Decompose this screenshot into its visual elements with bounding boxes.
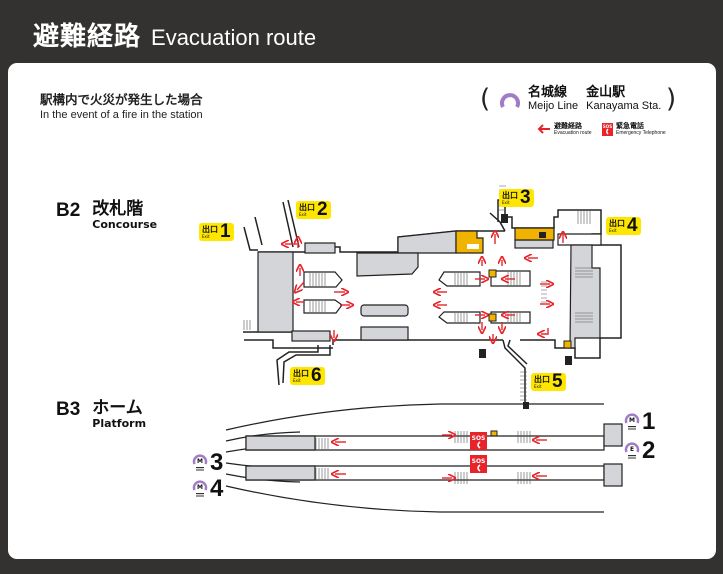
- exit-jp: 出口: [202, 224, 218, 234]
- floor-code-b3: B3: [56, 399, 81, 420]
- floor-code-b2: B2: [56, 200, 81, 221]
- legend-phone-jp: 緊急電話: [616, 122, 644, 130]
- svg-text:M: M: [197, 484, 203, 491]
- meijo-line-track-icon: E: [624, 442, 640, 459]
- floor-label-b2: B2 改札階 Concourse: [56, 200, 157, 231]
- exit-en: Exit: [609, 227, 617, 233]
- track-number: 1: [642, 408, 656, 435]
- svg-text:E: E: [630, 446, 634, 453]
- intro-en: In the event of a fire in the station: [40, 109, 203, 121]
- platform-island-1: [245, 423, 623, 487]
- floor-name-b2-jp: 改札階: [92, 199, 144, 219]
- line-name-en: Meijo Line: [528, 100, 579, 112]
- sos-telephone-icon: SOS: [602, 122, 613, 136]
- legend-emergency-telephone: SOS 緊急電話 Emergency Telephone: [602, 122, 666, 136]
- exit-number: 3: [520, 187, 531, 208]
- sos-telephone-markers: SOS SOS: [470, 432, 487, 473]
- line-name-jp: 名城線: [528, 85, 568, 100]
- ticket-machine-icon: [467, 244, 479, 249]
- svg-text:SOS: SOS: [472, 435, 486, 442]
- exit-jp: 出口: [609, 218, 625, 228]
- exit-number: 6: [311, 365, 322, 386]
- track-label-4: M 4: [192, 475, 223, 503]
- track-number: 2: [642, 437, 656, 464]
- meijo-line-logo-icon: [500, 93, 520, 108]
- title-en: Evacuation route: [151, 25, 317, 50]
- svg-text:M: M: [197, 458, 203, 465]
- exit-en: Exit: [502, 199, 510, 205]
- sos-telephone-icon: SOS: [470, 455, 487, 473]
- wall-blocks: [257, 230, 602, 349]
- meijo-line-track-icon: M: [192, 480, 208, 497]
- station-name-jp: 金山駅: [586, 85, 626, 100]
- floor-label-b3: B3 ホーム Platform: [56, 399, 146, 430]
- intro-text: 駅構内で火災が発生した場合 In the event of a fire in …: [40, 89, 203, 121]
- exit-number: 4: [627, 215, 638, 236]
- exit-jp: 出口: [502, 190, 518, 200]
- exit-en: Exit: [202, 233, 210, 239]
- title-jp: 避難経路: [33, 22, 142, 52]
- station-name-en: Kanayama Sta.: [586, 100, 662, 112]
- exit-number: 2: [317, 199, 328, 220]
- extinguisher-icons: [479, 214, 572, 409]
- legend-route-jp: 避難経路: [554, 122, 582, 130]
- bracket-left: (: [480, 84, 491, 114]
- exit-jp: 出口: [293, 368, 309, 378]
- meijo-line-track-icon: M: [624, 413, 640, 430]
- track-number: 4: [210, 475, 224, 502]
- track-label-3: M 3: [192, 449, 223, 477]
- exit-jp: 出口: [299, 202, 315, 212]
- exit-jp: 出口: [534, 374, 550, 384]
- legend-evacuation-route: 避難経路 Evacuation route: [537, 122, 592, 136]
- evacuation-arrow-icon: [537, 124, 550, 134]
- info-icon: [539, 232, 546, 238]
- intro-jp: 駅構内で火災が発生した場合: [40, 92, 203, 107]
- meijo-line-track-icon: M: [192, 454, 208, 471]
- platform-evacuation-arrows: [335, 435, 547, 478]
- floor-name-b3-jp: ホーム: [92, 398, 143, 418]
- exit-en: Exit: [534, 383, 542, 389]
- platform-tracks: [225, 403, 604, 513]
- exit-number: 1: [220, 221, 231, 242]
- track-label-2: E 2: [624, 437, 655, 465]
- legend-route-en: Evacuation route: [554, 130, 592, 136]
- exit-en: Exit: [293, 377, 301, 383]
- svg-text:SOS: SOS: [603, 124, 612, 129]
- track-label-1: M 1: [624, 408, 655, 436]
- track-number: 3: [210, 449, 224, 476]
- floor-name-b3-en: Platform: [92, 417, 147, 430]
- legend-phone-en: Emergency Telephone: [616, 130, 666, 136]
- concourse-evacuation-arrows: [285, 234, 563, 340]
- floor-name-b2-en: Concourse: [92, 218, 158, 231]
- exit-number: 5: [552, 371, 563, 392]
- svg-text:M: M: [629, 417, 635, 424]
- sos-telephone-icon: SOS: [470, 432, 487, 450]
- exit-en: Exit: [299, 211, 307, 217]
- svg-text:SOS: SOS: [472, 458, 486, 465]
- bracket-right: ): [666, 84, 677, 114]
- page-header: 避難経路 Evacuation route: [33, 16, 316, 53]
